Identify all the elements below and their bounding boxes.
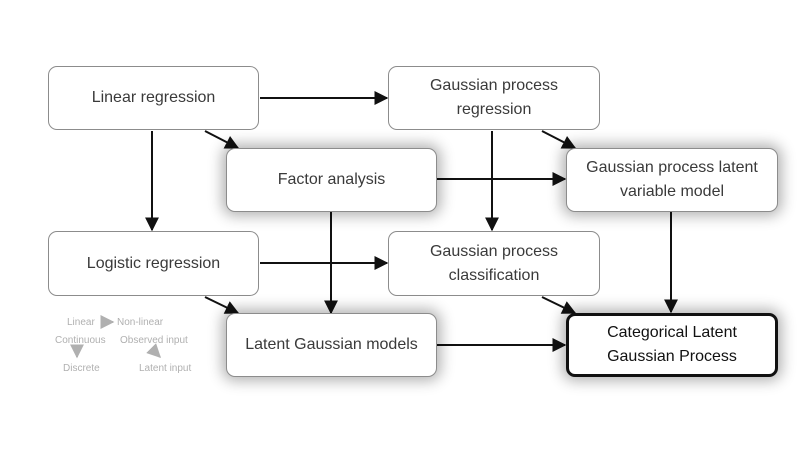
node-gp-regression-label-1: Gaussian process xyxy=(429,77,559,94)
node-logistic-regression: Logistic regression xyxy=(48,231,259,296)
node-linear-regression: Linear regression xyxy=(48,66,259,130)
node-gp-classification-label-2: classification xyxy=(448,266,540,284)
node-latent-gaussian-models: Latent Gaussian models xyxy=(226,313,437,377)
legend-discrete: Discrete xyxy=(63,363,100,374)
legend-linear: Linear xyxy=(67,317,95,328)
node-logistic-regression-label: Logistic regression xyxy=(86,254,221,272)
legend-continuous: Continuous xyxy=(55,335,106,346)
node-gp-classification-label-1: Gaussian process xyxy=(429,242,559,260)
node-clgp-label-2: Gaussian Process xyxy=(607,348,737,365)
node-factor-analysis: Factor analysis xyxy=(226,148,437,212)
arrow-gp-regression-to-gplvm xyxy=(541,130,577,149)
arrow-logistic-to-latent-gaussian xyxy=(204,296,240,314)
legend-observed-input: Observed input xyxy=(120,335,188,346)
node-gp-classification: Gaussian process classification xyxy=(388,231,600,296)
node-gplvm-label-2: variable model xyxy=(619,183,725,200)
node-latent-gaussian-models-label: Latent Gaussian models xyxy=(245,336,418,353)
node-gplvm-label-1: Gaussian process latent xyxy=(586,159,758,176)
node-gp-regression: Gaussian process regression xyxy=(388,66,600,130)
node-linear-regression-label: Linear regression xyxy=(91,89,216,106)
legend-latent-input: Latent input xyxy=(139,363,192,374)
legend-arrow-diagonal xyxy=(146,343,161,358)
legend-non-linear: Non-linear xyxy=(117,317,164,328)
node-factor-analysis-label: Factor analysis xyxy=(277,171,386,188)
node-gplvm: Gaussian process latent variable model xyxy=(566,148,778,212)
arrow-linear-to-factor xyxy=(204,130,240,149)
node-gp-regression-label-2: regression xyxy=(456,101,532,118)
node-clgp: Categorical Latent Gaussian Process xyxy=(566,313,778,377)
node-clgp-label-1: Categorical Latent xyxy=(607,324,737,341)
arrow-gp-classification-to-clgp xyxy=(541,296,577,314)
